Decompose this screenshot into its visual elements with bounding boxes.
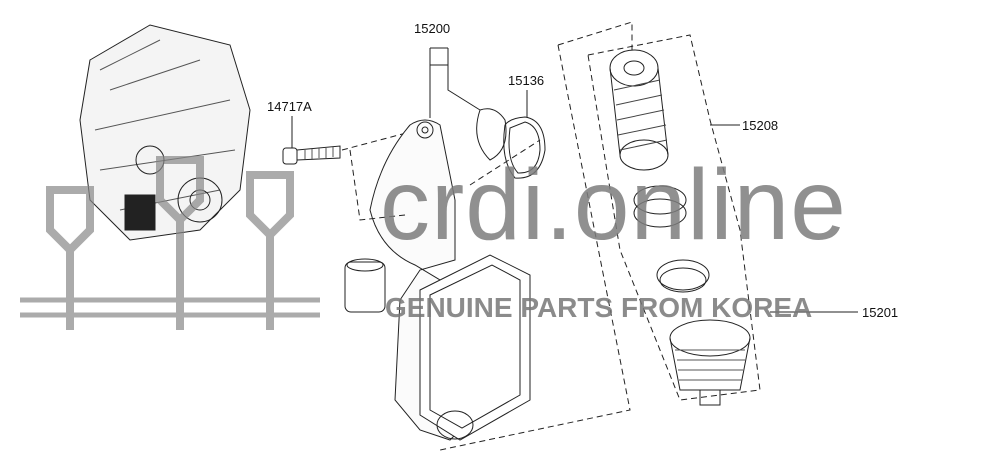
oil-filter-cap-15201 [669, 319, 751, 406]
watermark-logo [20, 156, 320, 330]
watermark-tagline: GENUINE PARTS FROM KOREA [385, 292, 813, 323]
callout-15201: 15201 [862, 305, 899, 320]
callout-15208: 15208 [742, 118, 779, 133]
oil-filter-element-15208 [609, 49, 710, 293]
gasket-15136 [469, 90, 546, 186]
callout-15200: 15200 [414, 21, 451, 36]
callout-14717A: 14717A [267, 99, 312, 114]
callout-15136: 15136 [508, 73, 545, 88]
oil-filter-housing-15200 [344, 47, 531, 441]
bolt-14717A [282, 116, 411, 165]
group-outline-outer [439, 21, 633, 451]
group-outline-15208 [587, 34, 761, 401]
watermark-brand: crdi.online [380, 149, 847, 261]
